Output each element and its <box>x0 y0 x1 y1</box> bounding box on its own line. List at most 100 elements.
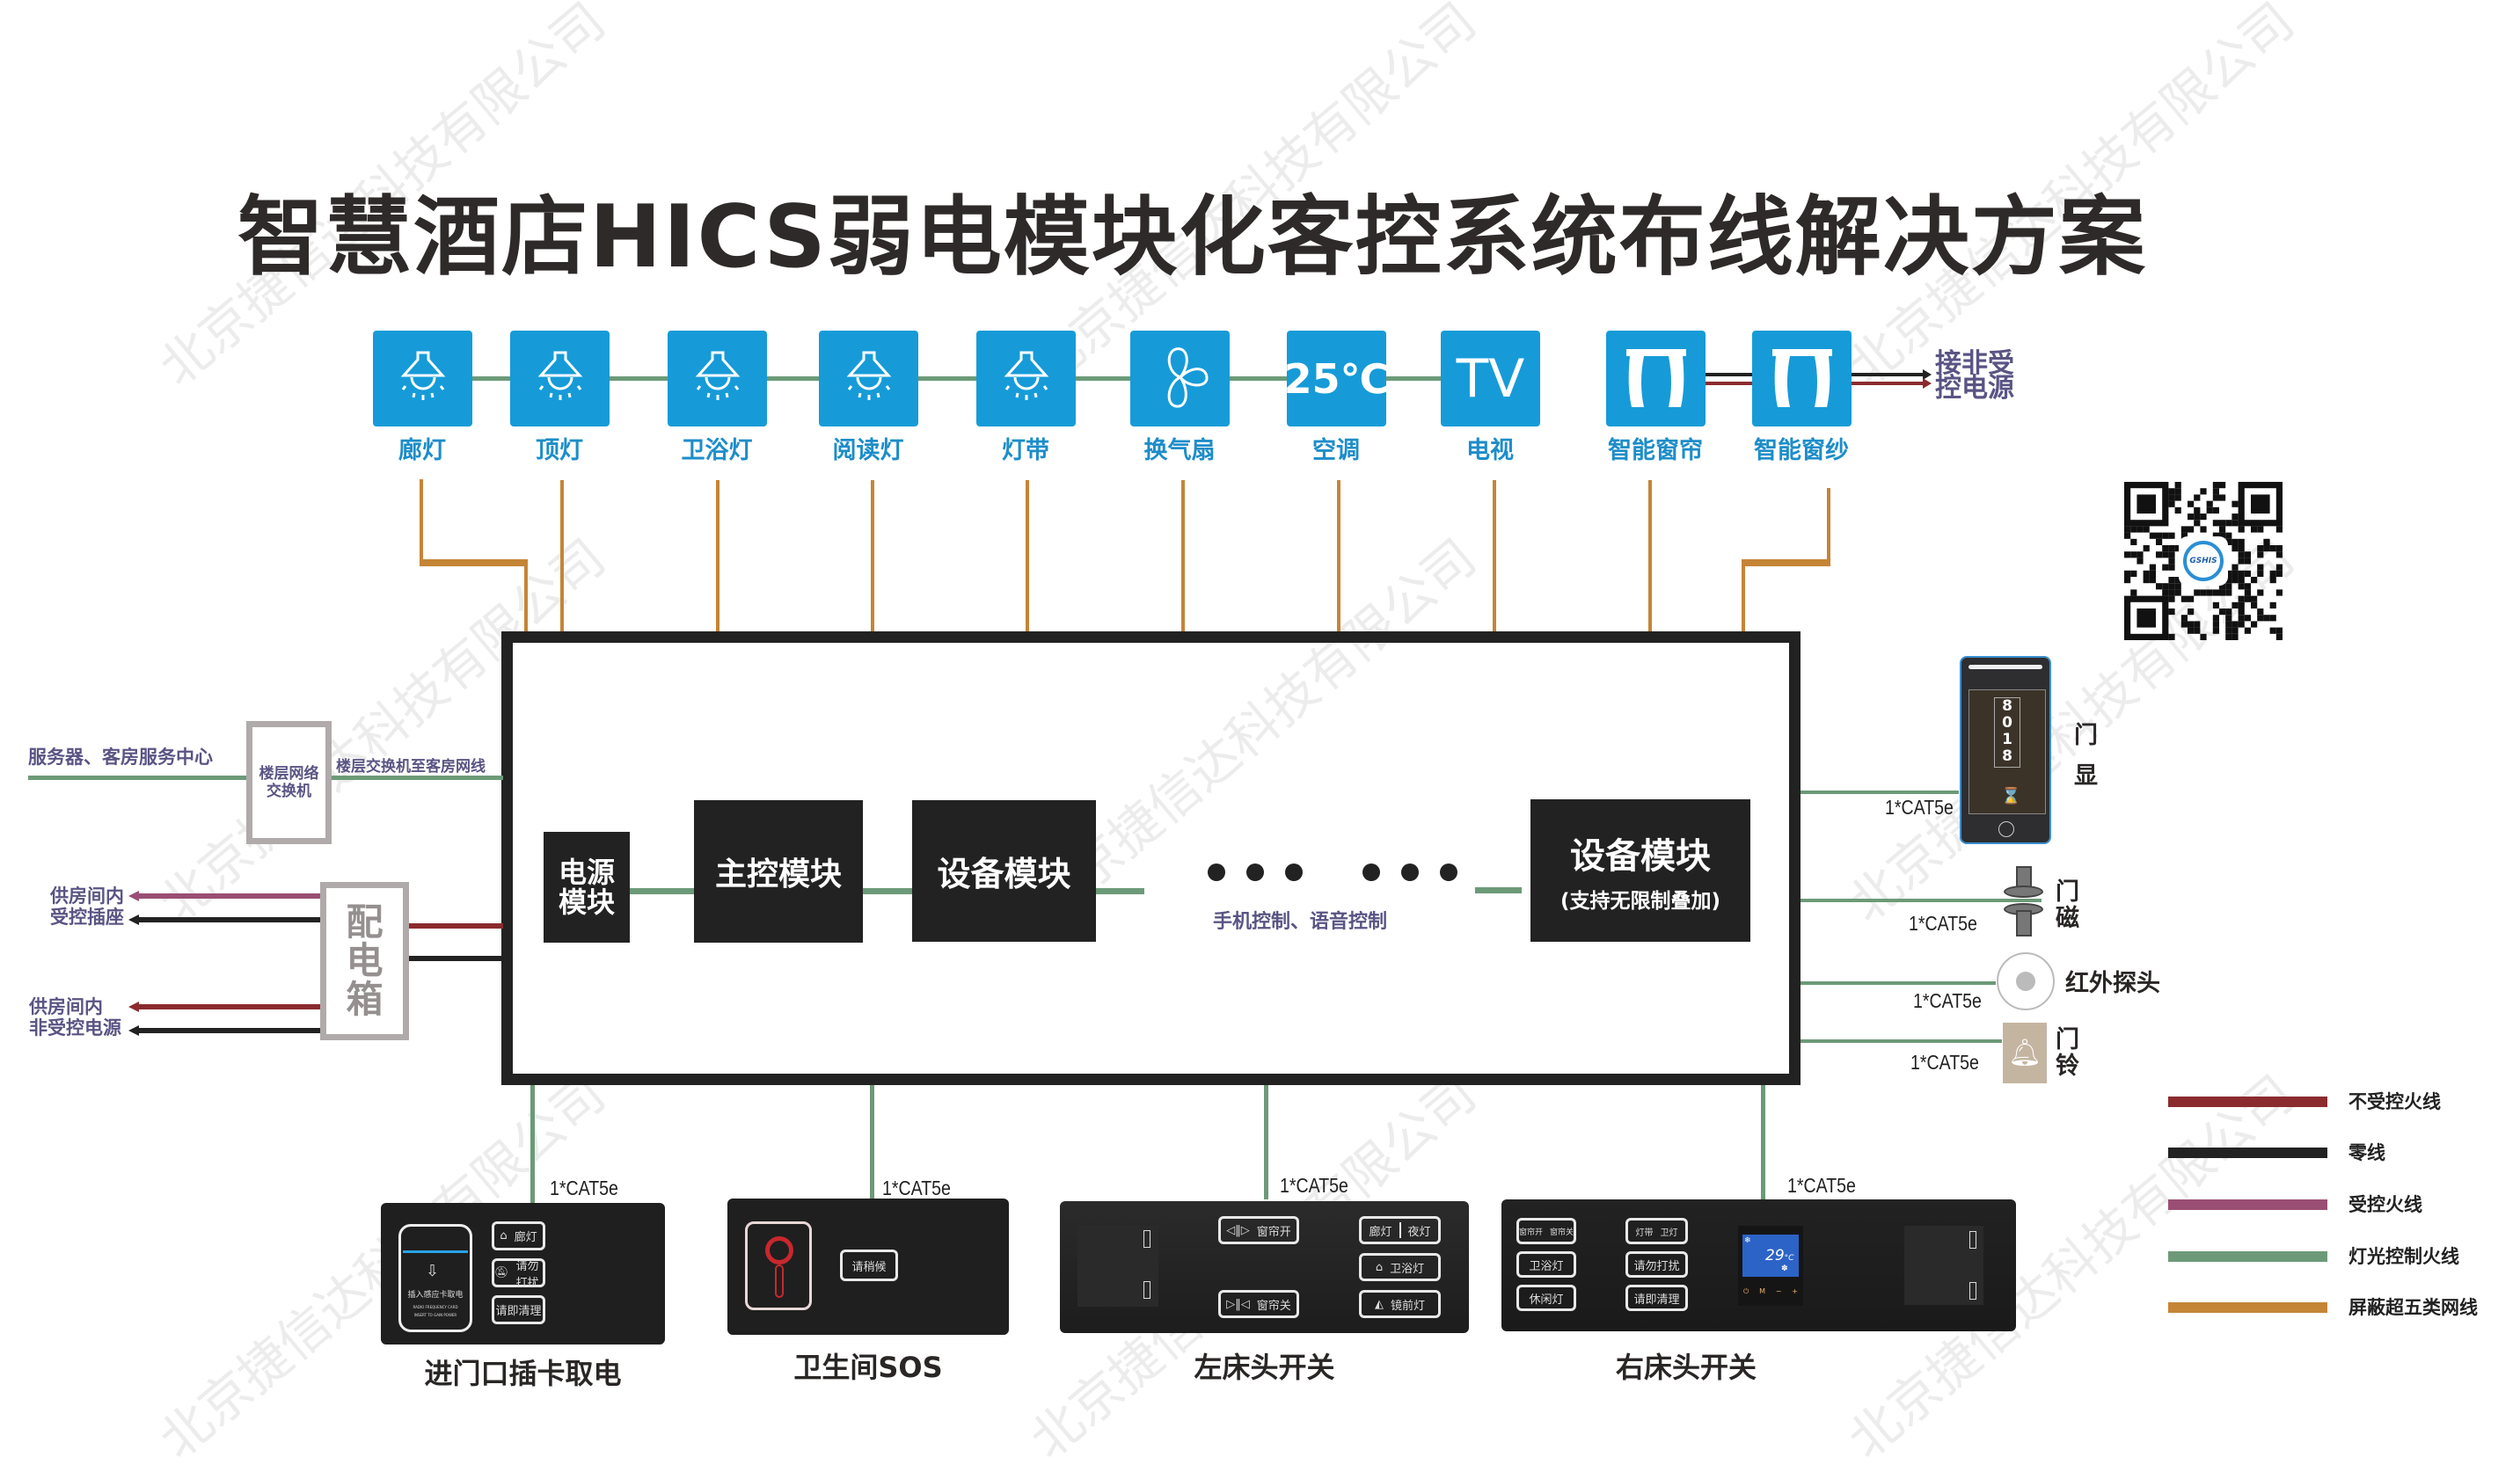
cable-label: 1*CAT5e <box>1910 1051 1979 1074</box>
uncontrolled-live-wire <box>137 1004 322 1009</box>
panel-button-mirror-light[interactable]: ◭镜前灯 <box>1359 1290 1441 1318</box>
panel-button-strip-bath[interactable]: 灯带卫灯 <box>1625 1218 1688 1244</box>
module-bus-wire <box>630 888 695 894</box>
cable-label: 1*CAT5e <box>550 1177 618 1199</box>
legend-label: 不受控火线 <box>2348 1091 2441 1112</box>
curtain-icon <box>1767 342 1837 416</box>
room-number-digit: 1 <box>2002 731 2012 748</box>
ir-probe-lens <box>2016 972 2035 991</box>
device-label: 电视 <box>1466 437 1514 464</box>
button-label: 休闲灯 <box>1529 1293 1564 1307</box>
label-line: 门 <box>2074 722 2098 749</box>
panel-button-curtains-close[interactable]: ▷‖◁窗帘关 <box>1218 1290 1299 1318</box>
qr-logo-text: GSHIS <box>2189 557 2217 565</box>
more-modules-ellipsis <box>1208 864 1457 881</box>
panel-button-please-wait[interactable]: 请稍候 <box>840 1250 898 1281</box>
button-label: 卫浴灯 <box>1390 1262 1425 1276</box>
ir-probe-icon <box>1997 952 2055 1010</box>
usb-port <box>1143 1230 1150 1248</box>
card-slot-en: RADIO FREQUENCY CARD <box>413 1305 458 1309</box>
non-controlled-power-label: 接非受 控电源 <box>1935 351 2014 402</box>
magnet-bottom <box>2016 910 2032 936</box>
arrow-left-icon <box>128 915 139 925</box>
label-line: 非受控电源 <box>29 1017 121 1038</box>
device-icon-tile: 25℃ <box>1284 331 1389 426</box>
button-label: 请即清理 <box>1633 1293 1680 1307</box>
curtain-icon <box>1621 342 1691 416</box>
plus-key[interactable]: + <box>1792 1287 1798 1295</box>
panel-button-curtains-open[interactable]: ◁‖▷窗帘开 <box>1218 1216 1299 1244</box>
legend-label: 灯光控制火线 <box>2348 1246 2459 1267</box>
panel-button-do-not-disturb[interactable]: 🔕︎请勿打扰 <box>492 1258 545 1290</box>
lighting-control-wire <box>1386 376 1441 381</box>
qr-code: GSHIS <box>2124 482 2283 640</box>
panel-button-porch-lamp[interactable]: ⌂廊灯 <box>492 1221 545 1250</box>
button-label: 请稍候 <box>851 1260 887 1274</box>
page-title: 智慧酒店HICS弱电模块化客控系统布线解决方案 <box>237 187 2147 288</box>
card-indicator <box>403 1250 468 1253</box>
card-slot-text: 插入感应卡取电 RADIO FREQUENCY CARD INSERT TO G… <box>401 1292 470 1319</box>
legend-swatch <box>2168 1199 2327 1210</box>
server-label: 服务器、客房服务中心 <box>28 747 213 768</box>
ceiling-lamp-icon <box>996 349 1057 409</box>
legend-swatch <box>2168 1302 2327 1313</box>
device-module-extended: 设备模块 (支持无限制叠加) <box>1530 799 1750 942</box>
tv-icon: TV <box>1456 347 1525 410</box>
button-label: 请勿打扰 <box>1633 1259 1680 1273</box>
label-line: 磁 <box>2056 905 2079 932</box>
device-icon-tile <box>976 331 1076 426</box>
control-note: 手机控制、语音控制 <box>1213 911 1388 933</box>
mode-key[interactable]: M <box>1759 1287 1766 1295</box>
panel-button-clean-up[interactable]: 请即清理 <box>1625 1285 1688 1311</box>
cat5e-cable-segment <box>1181 480 1185 633</box>
device-label: 换气扇 <box>1143 437 1216 464</box>
module-bus-wire <box>863 888 912 894</box>
panel-button-do-not-disturb[interactable]: 请勿打扰 <box>1625 1251 1688 1278</box>
device-label: 智能窗纱 <box>1754 437 1849 464</box>
panel-button-leisure-lamp[interactable]: 休闲灯 <box>1516 1285 1576 1311</box>
hourglass-icon: ⌛ <box>2001 787 2021 805</box>
cat5e-cable-segment <box>560 480 564 633</box>
panel-button-porch-night[interactable]: 廊灯夜灯 <box>1359 1216 1441 1244</box>
curtain-close-icon: ▷‖◁ <box>1226 1297 1250 1311</box>
panel-button-clean-up[interactable]: 请即清理 <box>492 1295 545 1324</box>
module-bus-wire <box>1096 888 1144 894</box>
label-line: 铃 <box>2056 1053 2079 1080</box>
minus-key[interactable]: − <box>1775 1287 1782 1295</box>
panel-button-bathroom-lamp[interactable]: 卫浴灯 <box>1516 1251 1576 1278</box>
power-module: 电源 模块 <box>544 832 630 943</box>
device-label: 智能窗帘 <box>1608 437 1703 464</box>
device-icon-tile <box>510 331 610 426</box>
module-label: 设备模块 <box>1570 836 1711 877</box>
button-label: 夜灯 <box>1407 1225 1431 1239</box>
box-label: 电 <box>346 939 383 982</box>
door-magnet-label: 门 磁 <box>2056 879 2079 932</box>
cable-label: 1*CAT5e <box>1787 1174 1856 1197</box>
device-label: 空调 <box>1312 437 1360 464</box>
dot <box>1208 864 1225 881</box>
panel-label: 进门口插卡取电 <box>424 1357 622 1390</box>
panel-button-bathroom-light[interactable]: ⌂卫浴灯 <box>1359 1253 1441 1281</box>
cat5e-wire <box>870 1085 874 1203</box>
arrow-left-icon <box>128 891 139 901</box>
usb-port <box>1969 1231 1976 1249</box>
dot <box>1362 864 1380 881</box>
module-label: 电源 <box>558 856 615 889</box>
label-line: 门 <box>2056 1026 2079 1053</box>
ceiling-lamp-icon <box>687 349 749 409</box>
main-control-module: 主控模块 <box>694 800 863 943</box>
sos-pull-switch[interactable] <box>745 1221 812 1310</box>
cable-label: 1*CAT5e <box>1913 989 1982 1012</box>
temperature-icon: 25℃ <box>1283 354 1390 403</box>
power-key[interactable]: ⏻ <box>1743 1287 1749 1295</box>
module-label: 模块 <box>558 885 615 919</box>
arrow-down-icon: ⇩ <box>426 1262 440 1280</box>
panel-button-curtains[interactable]: 窗帘开窗帘关 <box>1516 1218 1576 1244</box>
label-line: 供房间内 <box>50 885 124 907</box>
dot <box>1246 864 1264 881</box>
cat5e-cable-segment <box>1742 563 1745 633</box>
device-icon-tile: TV <box>1441 331 1540 426</box>
button-label: 灯带 <box>1635 1228 1654 1238</box>
device-icon-tile <box>819 331 918 426</box>
cat5e-cable-segment <box>420 559 528 566</box>
